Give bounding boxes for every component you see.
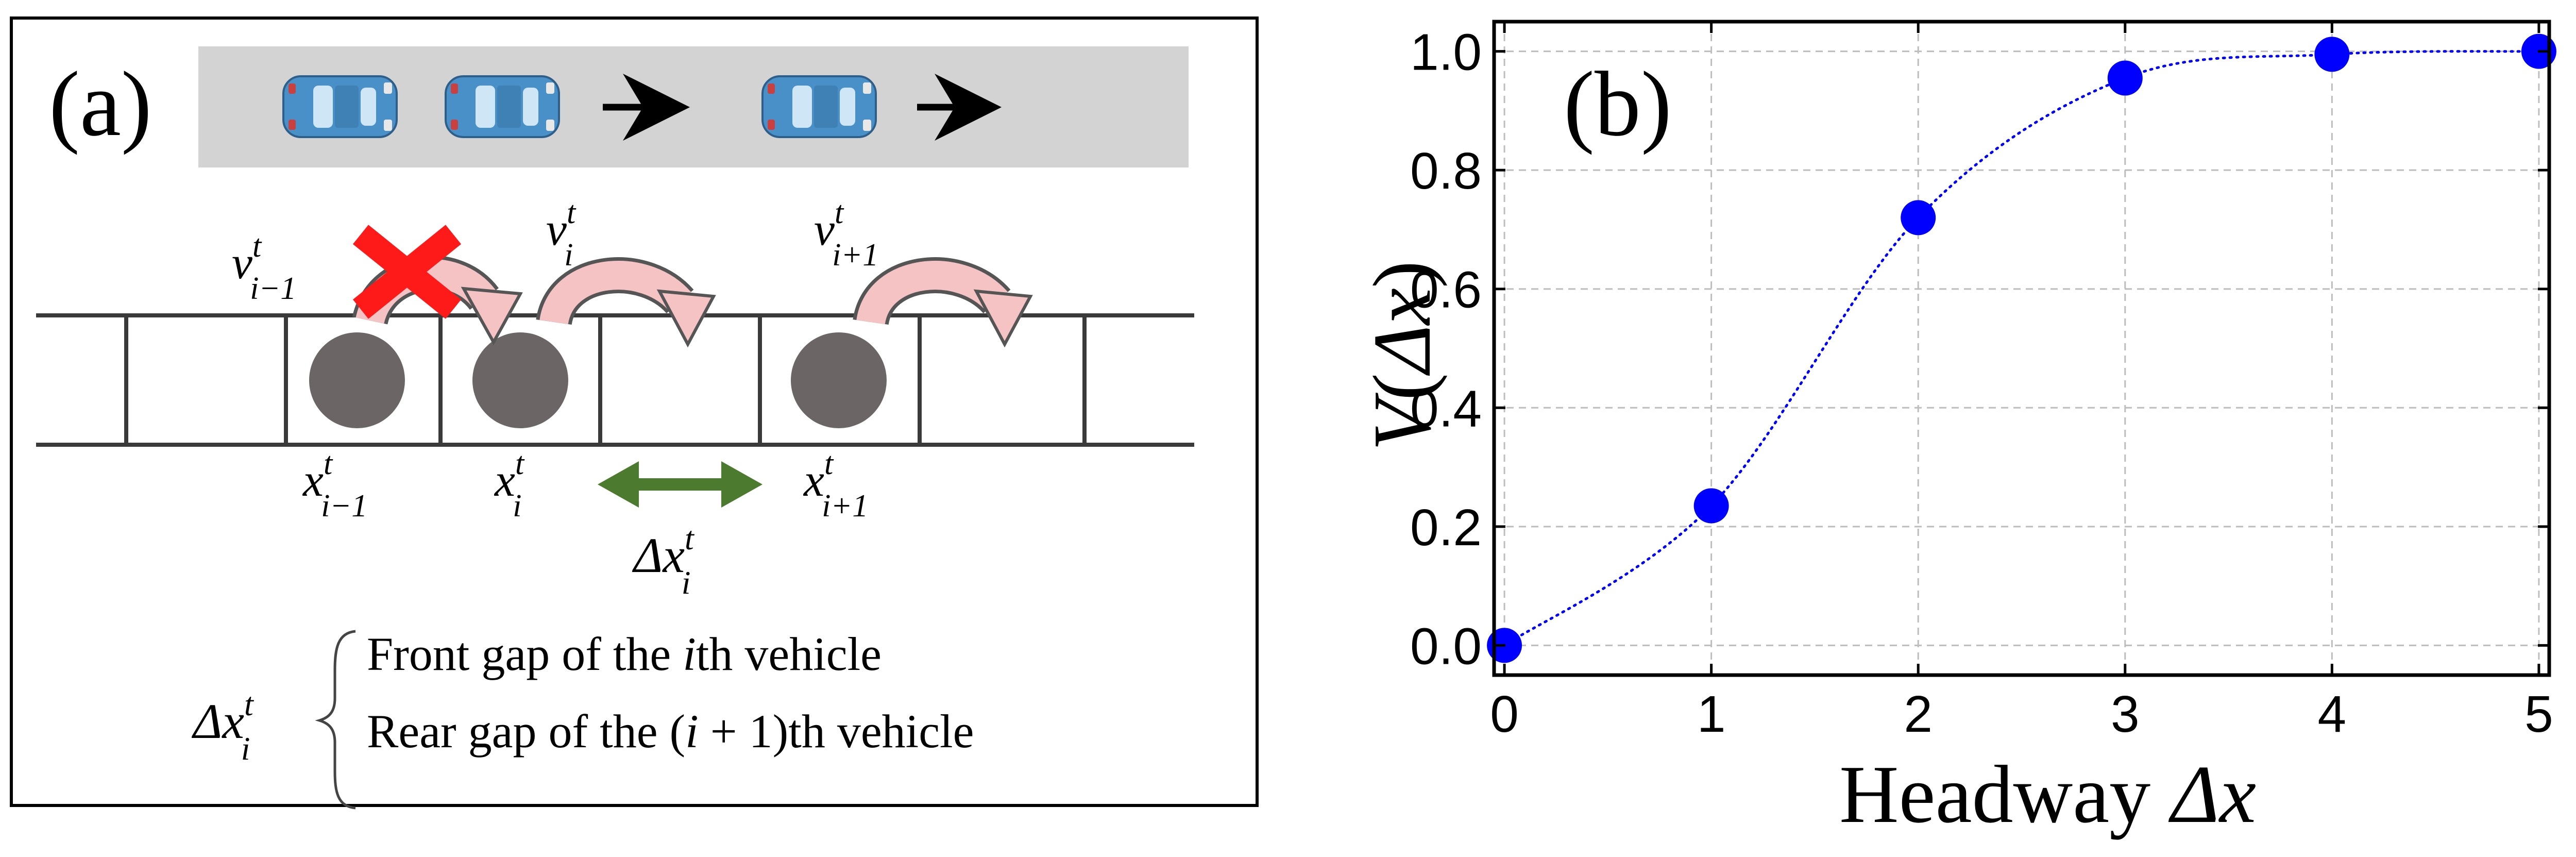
vehicle-i-minus-1 [309, 332, 405, 428]
blocked-cross-icon [352, 225, 462, 319]
car-icon [282, 75, 398, 138]
panel-a-label: (a) [49, 53, 152, 155]
car-icon [761, 75, 877, 138]
x-axis-label: Headway Δx [1839, 748, 2256, 840]
car-icon [445, 75, 560, 138]
y-tick-label: 0.0 [1410, 617, 1482, 675]
chart-grid [1494, 22, 2549, 675]
data-point [2314, 37, 2350, 72]
y-tick-label: 0.4 [1410, 380, 1482, 438]
legend-line-2: Rear gap of the (i + 1)th vehicle [367, 705, 974, 758]
x-tick-label: 5 [2524, 685, 2553, 743]
data-points [1487, 33, 2556, 663]
legend-line-1: Front gap of the ith vehicle [367, 628, 882, 680]
data-point [2107, 60, 2143, 96]
y-tick-label: 0.6 [1410, 261, 1482, 319]
panel-a: (a) [10, 16, 1259, 810]
y-tick-label: 1.0 [1410, 24, 1482, 81]
y-tick-label: 0.2 [1410, 499, 1482, 557]
x-tick-label: 2 [1904, 685, 1933, 743]
x-tick-label: 4 [2318, 685, 2347, 743]
gap-arrow-icon [598, 461, 762, 508]
hop-arrow-icon [536, 257, 716, 348]
y-tick-labels: 0.0 0.2 0.4 0.6 0.8 1.0 [1410, 24, 1482, 676]
data-point [1901, 200, 1936, 236]
vehicle-i [472, 332, 568, 428]
plot-frame [1492, 20, 2551, 677]
legend-brace [315, 630, 356, 810]
data-point [1693, 488, 1729, 524]
panel-b: 0 1 2 3 4 5 0.0 0.2 0.4 0.6 0.8 1.0 (b) Headway Δx… [1356, 20, 2556, 840]
x-tick-label: 1 [1697, 685, 1726, 743]
x-tick-label: 0 [1490, 685, 1519, 743]
panel-b-label: (b) [1564, 53, 1672, 155]
x-tick-label: 3 [2111, 685, 2140, 743]
x-tick-labels: 0 1 2 3 4 5 [1490, 685, 2553, 743]
hop-arrow-icon [853, 257, 1033, 348]
y-axis-label: V(Δx) [1356, 261, 1448, 451]
y-tick-label: 0.8 [1410, 142, 1482, 200]
vehicle-i-plus-1 [791, 332, 887, 428]
axis-ticks [1494, 22, 2549, 675]
